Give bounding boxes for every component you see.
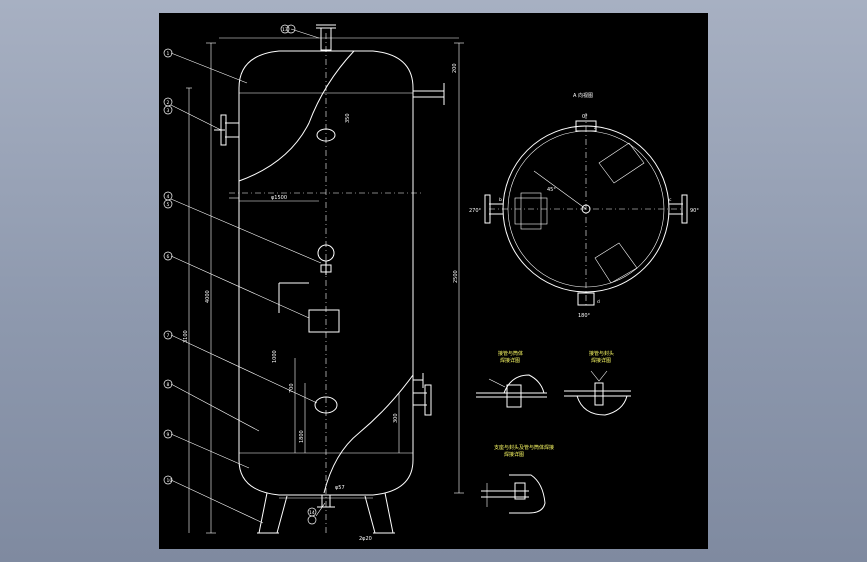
plan-nozzle-c: c [669,198,672,203]
detail-2-sub: 焊接详图 [591,357,611,364]
callout-4: 4 [167,194,170,200]
detail-1-title: 接管与筒体 [498,350,523,357]
plan-nozzle-d: d [597,299,600,305]
callout-7: 7 [167,333,170,339]
pressure-vessel-drawing: 1 2 3 4 5 6 7 8 9 10 13 14 4000 3100 250… [163,24,699,542]
dim-inner-b: 1800 [299,430,305,443]
dimension-texts: 4000 3100 2500 1000 1800 700 300 φ1500 2… [183,63,459,542]
weld-detail-1: 接管与筒体 焊接详图 [476,350,547,408]
dim-overall-height: 4000 [205,290,211,303]
callout-top: 13 [282,27,288,33]
callout-5: 5 [167,202,170,208]
plan-left-label: 270° [469,208,482,214]
plan-bottom-label: 180° [578,313,591,319]
dim-leg: 300 [393,413,399,423]
callout-8: 8 [167,382,170,388]
callout-6: 6 [167,254,170,260]
detail-1-sub: 焊接详图 [500,357,520,364]
detail-3-sub: 焊接详图 [504,451,524,458]
weld-detail-3: 支座与封头及管与筒体焊接 焊接详图 [481,444,554,514]
dim-diameter: φ1500 [271,195,287,201]
plan-right-label: 90° [690,208,699,214]
dim-shell-height: 3100 [183,330,189,343]
plan-view: A 向视图 45° 270° 90° 0° 180° a b c d [469,92,699,319]
callout-3: 3 [167,108,170,114]
callout-leaders [170,28,326,524]
callout-bottom: 14 [309,510,315,516]
dim-manhole-height: 2500 [453,270,459,283]
dim-top-offset: 200 [452,63,458,73]
detail-3-title: 支座与封头及管与筒体焊接 [494,444,554,451]
weld-detail-2: 接管与封头 焊接详图 [564,350,631,416]
plan-angle: 45° [547,187,556,193]
dim-bottom: 2φ20 [359,536,372,542]
plan-top-label: 0° [582,114,588,120]
dim-inner-a: 1000 [272,350,278,363]
dim-inner-c: 700 [289,383,295,393]
callout-bubbles [163,24,317,525]
plan-nozzle-b: b [499,197,502,203]
cad-drawing-canvas: 1 2 3 4 5 6 7 8 9 10 13 14 4000 3100 250… [159,13,708,549]
detail-2-title: 接管与封头 [589,350,614,357]
plan-nozzle-a: a [594,126,597,131]
callout-9: 9 [167,432,170,438]
callout-2: 2 [167,100,170,106]
callout-10: 10 [167,478,173,484]
dim-side-offset: 350 [345,113,351,123]
callout-1: 1 [167,51,170,57]
dim-bottom-nozzle: φ57 [335,485,345,491]
vessel-elevation [186,24,464,534]
plan-view-title: A 向视图 [573,92,593,99]
callout-labels: 1 2 3 4 5 6 7 8 9 10 13 14 [167,27,315,516]
